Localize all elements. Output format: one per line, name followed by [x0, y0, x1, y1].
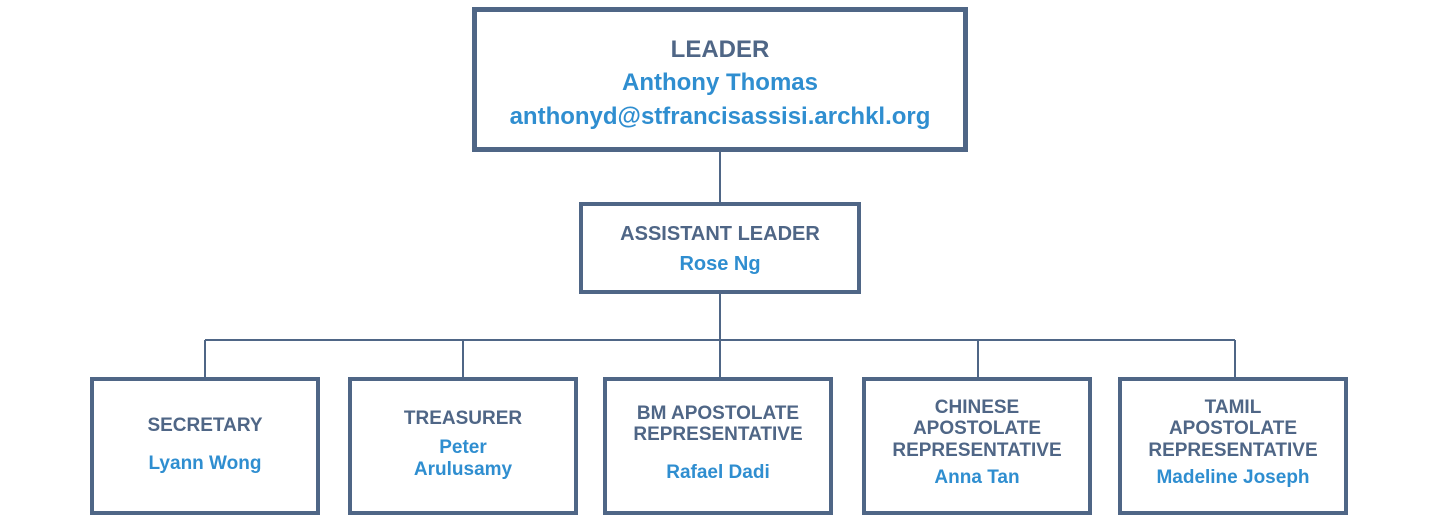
- leader-name: Anthony Thomas: [622, 68, 818, 96]
- tamil-apostolate-name: Madeline Joseph: [1156, 466, 1310, 488]
- treasurer-box: TREASURER Peter Arulusamy: [348, 377, 578, 515]
- leader-email: anthonyd@stfrancisassisi.archkl.org: [509, 102, 931, 130]
- chinese-apostolate-representative-box: CHINESE APOSTOLATE REPRESENTATIVE Anna T…: [862, 377, 1092, 515]
- assistant-leader-name: Rose Ng: [679, 253, 761, 276]
- assistant-leader-box: ASSISTANT LEADER Rose Ng: [579, 202, 861, 294]
- treasurer-name: Peter Arulusamy: [413, 437, 513, 480]
- assistant-leader-role: ASSISTANT LEADER: [620, 223, 820, 245]
- leader-role: LEADER: [670, 36, 770, 63]
- treasurer-role: TREASURER: [403, 408, 523, 429]
- leader-box: LEADER Anthony Thomas anthonyd@stfrancis…: [472, 7, 968, 152]
- secretary-box: SECRETARY Lyann Wong: [90, 377, 320, 515]
- tamil-apostolate-representative-box: TAMIL APOSTOLATE REPRESENTATIVE Madeline…: [1118, 377, 1348, 515]
- bm-apostolate-name: Rafael Dadi: [666, 461, 770, 483]
- bm-apostolate-role: BM APOSTOLATE REPRESENTATIVE: [633, 403, 803, 446]
- chinese-apostolate-role: CHINESE APOSTOLATE REPRESENTATIVE: [892, 397, 1062, 461]
- bm-apostolate-representative-box: BM APOSTOLATE REPRESENTATIVE Rafael Dadi: [603, 377, 833, 515]
- tamil-apostolate-role: TAMIL APOSTOLATE REPRESENTATIVE: [1148, 397, 1318, 461]
- chinese-apostolate-name: Anna Tan: [934, 466, 1020, 488]
- secretary-role: SECRETARY: [147, 415, 263, 436]
- secretary-name: Lyann Wong: [148, 453, 262, 475]
